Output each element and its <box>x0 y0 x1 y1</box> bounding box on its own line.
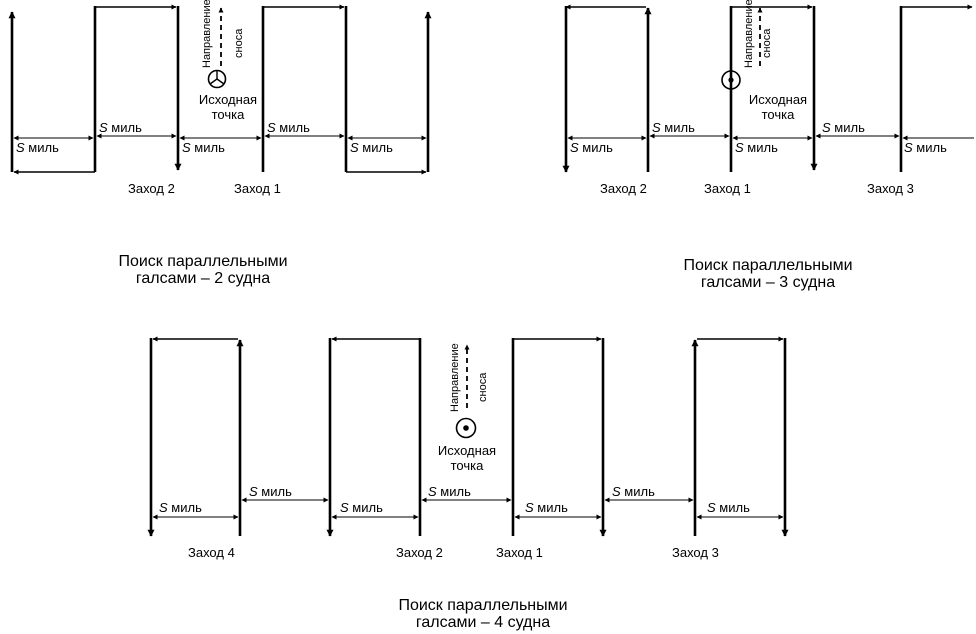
spacing-label: S миль <box>735 140 778 155</box>
pattern-3-vessels: S миль S миль S миль S миль S миль Напра… <box>562 0 974 291</box>
leg-label: Заход 3 <box>867 181 914 196</box>
drift-direction-label: сноса <box>761 28 773 58</box>
spacing-label: S миль <box>249 484 292 499</box>
leg-label: Заход 1 <box>496 545 543 560</box>
spacing-label: S миль <box>16 140 59 155</box>
leg-label: Заход 3 <box>672 545 719 560</box>
spacing-label: S миль <box>570 140 613 155</box>
pattern-2-vessels: S миль S миль S миль S миль S миль Напра… <box>8 0 432 287</box>
spacing-label: S миль <box>350 140 393 155</box>
leg-label: Заход 1 <box>234 181 281 196</box>
spacing-label: S миль <box>707 500 750 515</box>
caption: Поиск параллельными <box>683 257 852 274</box>
spacing-label: S миль <box>904 140 947 155</box>
spacing-label: S миль <box>340 500 383 515</box>
spacing-label: S миль <box>159 500 202 515</box>
start-point-label: Исходная <box>199 92 257 107</box>
caption: Поиск параллельными <box>398 597 567 614</box>
pattern-4-vessels: S миль S миль S миль S миль S миль S мил… <box>147 336 789 631</box>
drift-direction-label: Направление <box>743 0 755 68</box>
caption: Поиск параллельными <box>118 253 287 270</box>
spacing-label: S миль <box>182 140 225 155</box>
spacing-label: S миль <box>428 484 471 499</box>
datum-symbol <box>721 70 741 90</box>
spacing-label: S миль <box>99 120 142 135</box>
caption: галсами – 2 судна <box>136 270 270 287</box>
drift-direction-label: Направление <box>201 0 213 68</box>
drift-direction-label: сноса <box>233 28 245 58</box>
start-point-label: Исходная <box>749 92 807 107</box>
leg-label: Заход 4 <box>188 545 235 560</box>
leg-label: Заход 2 <box>600 181 647 196</box>
caption: галсами – 3 судна <box>701 274 835 291</box>
drift-direction-label: Направление <box>449 343 461 412</box>
spacing-label: S миль <box>822 120 865 135</box>
leg-label: Заход 1 <box>704 181 751 196</box>
start-point-label: Исходная <box>438 443 496 458</box>
spacing-label: S миль <box>652 120 695 135</box>
leg-label: Заход 2 <box>396 545 443 560</box>
start-point-label: точка <box>212 107 245 122</box>
datum-symbol <box>207 69 227 89</box>
start-point-label: точка <box>451 458 484 473</box>
caption: галсами – 4 судна <box>416 614 550 631</box>
datum-symbol <box>455 417 477 439</box>
spacing-label: S миль <box>267 120 310 135</box>
spacing-label: S миль <box>612 484 655 499</box>
start-point-label: точка <box>762 107 795 122</box>
drift-direction-label: сноса <box>477 372 489 402</box>
leg-label: Заход 2 <box>128 181 175 196</box>
spacing-label: S миль <box>525 500 568 515</box>
